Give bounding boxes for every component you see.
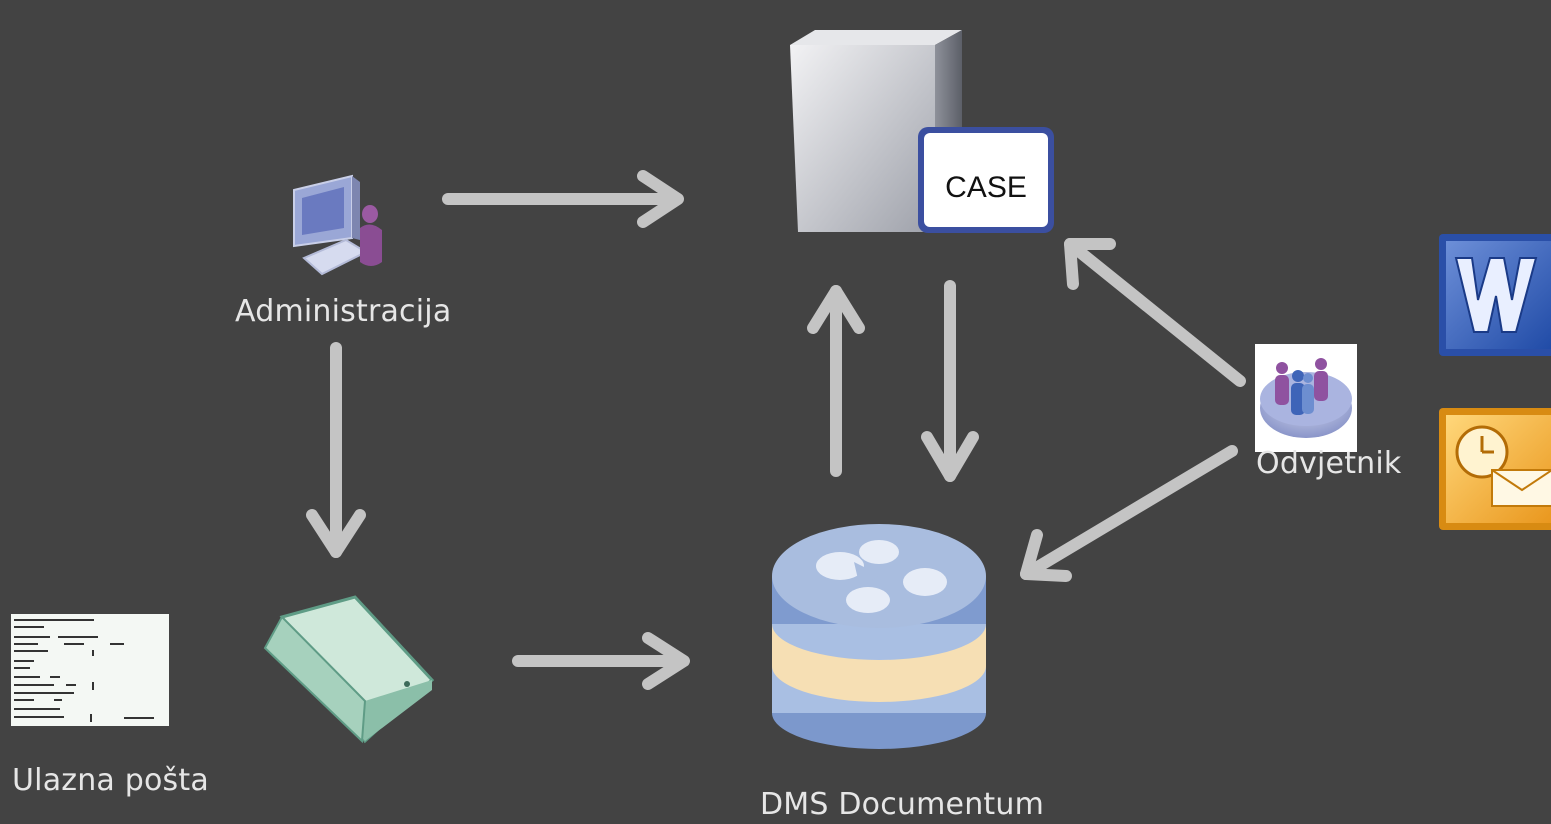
database-icon xyxy=(772,524,986,749)
outlook-icon xyxy=(1439,408,1551,530)
people-group-icon xyxy=(1255,344,1357,452)
arrow-dms-to-case xyxy=(807,285,865,477)
arrow-lawyer-to-dms xyxy=(1020,445,1238,582)
arrow-admin-to-case xyxy=(442,170,684,228)
arrow-lawyer-to-case xyxy=(1064,238,1246,387)
lawyer-label: Odvjetnik xyxy=(1256,446,1402,481)
word-icon xyxy=(1439,234,1551,356)
document-scan-icon xyxy=(11,614,169,726)
case-badge: CASE xyxy=(918,127,1054,233)
arrow-admin-to-scanner xyxy=(306,342,366,558)
case-label: CASE xyxy=(945,171,1027,204)
incoming-mail-label: Ulazna pošta xyxy=(12,763,209,798)
dms-label: DMS Documentum xyxy=(760,787,1045,822)
administration-label: Administracija xyxy=(235,294,452,329)
computer-user-icon xyxy=(293,174,382,276)
arrow-scanner-to-dms xyxy=(512,632,690,690)
scanner-icon xyxy=(263,595,435,744)
arrow-case-to-dms xyxy=(921,280,979,482)
